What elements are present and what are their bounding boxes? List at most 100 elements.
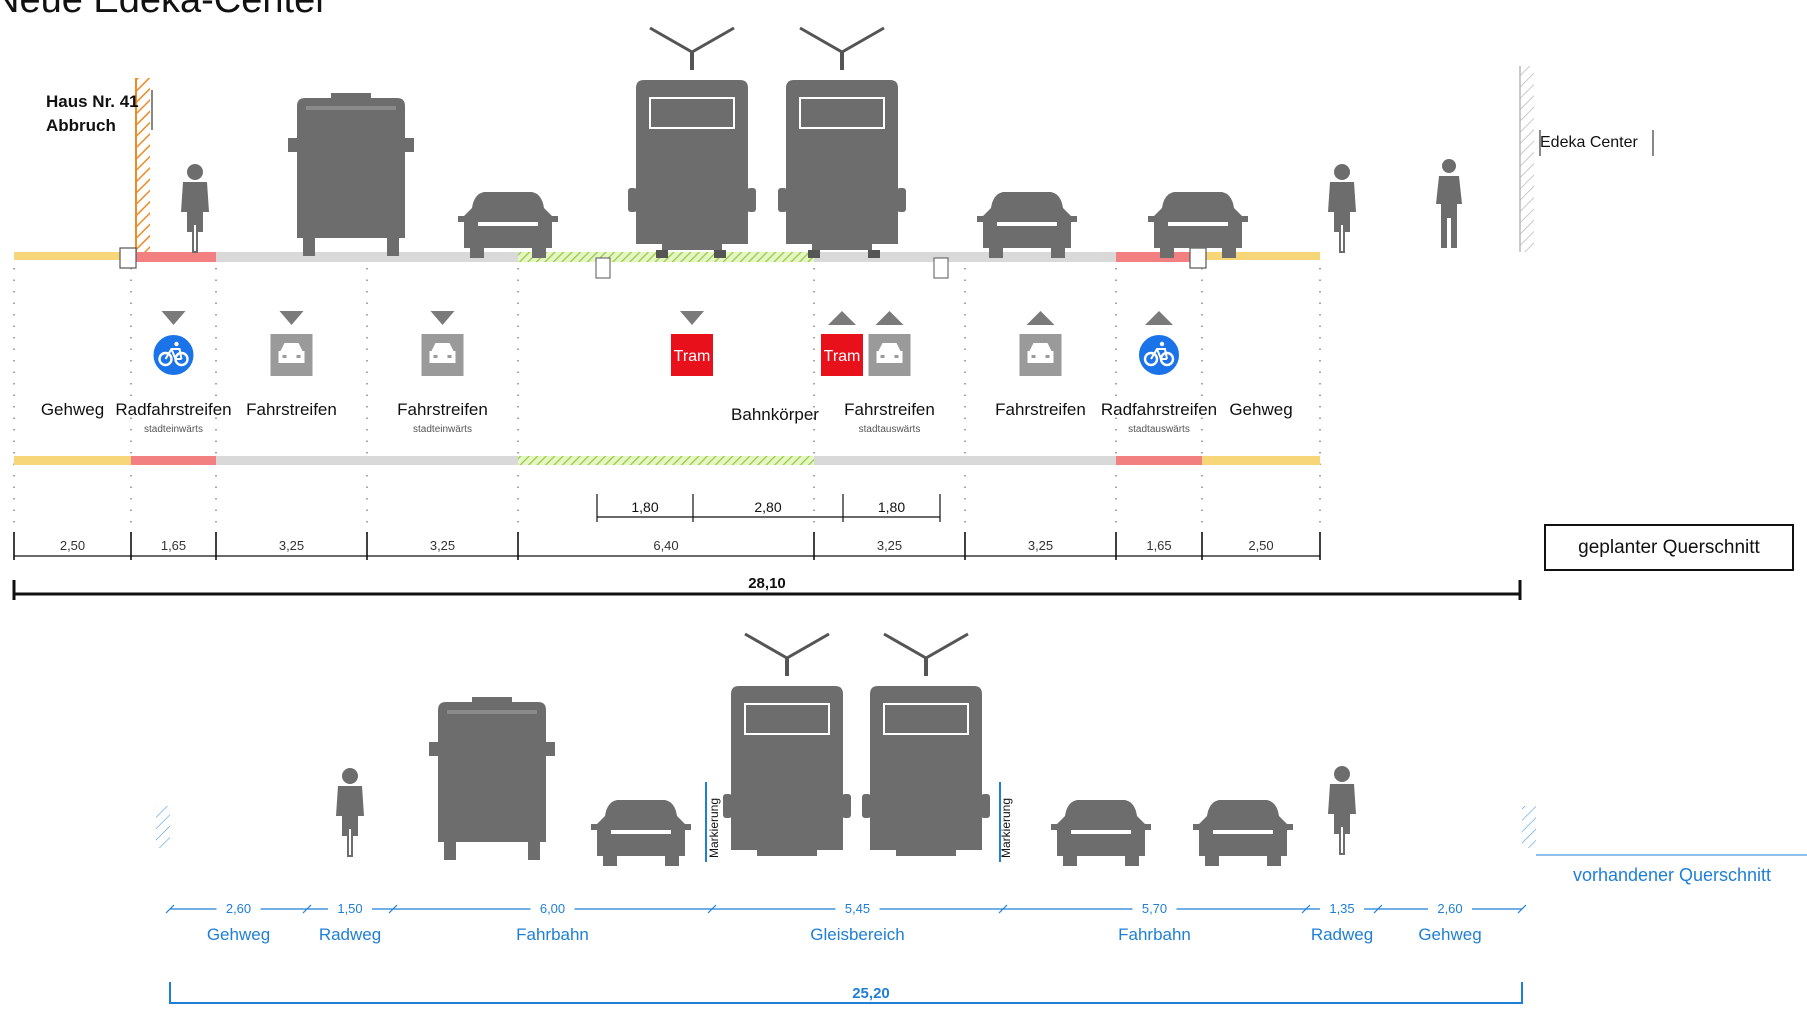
tram-icon: [626, 26, 758, 252]
planned-label-box: [1544, 524, 1794, 571]
surface-strip: [367, 252, 518, 262]
building-left-status: Abbruch: [46, 116, 116, 135]
lane-color-bar: [518, 456, 814, 465]
lane-label: Bahnkörper: [731, 405, 819, 424]
lane-width: 1,65: [1146, 538, 1171, 553]
car-icon: [458, 192, 558, 258]
arrow-down-icon: [430, 311, 455, 325]
rail-icon: [656, 250, 668, 258]
tram-sign-label: Tram: [674, 348, 711, 365]
existing-section-label: Gehweg: [1418, 925, 1481, 944]
track-sub-width: 1,80: [878, 499, 905, 515]
car-icon: [977, 192, 1077, 258]
existing-section-label: Radweg: [1311, 925, 1373, 944]
lane-width: 3,25: [877, 538, 902, 553]
arrow-up-icon: [1026, 311, 1055, 325]
lane-label: Fahrstreifen: [246, 400, 337, 419]
lane-label: Fahrstreifen: [397, 400, 488, 419]
track-sub-width: 2,80: [754, 499, 781, 515]
cyclist-icon: [1327, 163, 1357, 253]
tram-sign-icon: Tram: [671, 334, 713, 376]
existing-section-width: 2,60: [1437, 901, 1462, 916]
surface-strip: [965, 252, 1116, 262]
surface-strip: [131, 252, 216, 262]
page-title: Neue Edeka-Center: [0, 0, 328, 21]
existing-section-width: 6,00: [540, 901, 565, 916]
surface-strip: [14, 252, 131, 260]
existing-section-label: Fahrbahn: [516, 925, 589, 944]
lane-color-bar: [367, 456, 518, 465]
lane-width: 3,25: [430, 538, 455, 553]
marking-annotations: Markierung Markierung: [705, 782, 1013, 862]
building-right-label: Edeka Center: [1540, 134, 1639, 151]
tram-sign-label: Tram: [824, 348, 861, 365]
tram-icon: [776, 26, 908, 252]
lane-color-bar: [14, 456, 131, 465]
track-sub-width: 1,80: [631, 499, 658, 515]
existing-section-width: 2,60: [226, 901, 251, 916]
existing-total-width: 25,20: [852, 985, 890, 1002]
arrow-down-icon: [279, 311, 304, 325]
surface-strip: [814, 252, 965, 262]
planned-vehicles: [180, 26, 1462, 258]
lane-label: Radfahrstreifen: [115, 400, 231, 419]
pedestrian-icon: [1436, 159, 1462, 248]
tram-sign-icon: Tram: [821, 334, 863, 376]
lane-label: Gehweg: [1229, 400, 1292, 419]
lane-color-bar: [1116, 456, 1202, 465]
existing-section-width: 1,35: [1329, 901, 1354, 916]
lane-direction-label: stadtauswärts: [1128, 424, 1190, 435]
curb-marker: [119, 247, 137, 269]
existing-section-width: 5,45: [845, 901, 870, 916]
curb-marker: [1189, 247, 1207, 269]
car-sign-icon: [868, 334, 911, 376]
existing-vehicles: [156, 632, 1536, 866]
tram-icon: [721, 632, 853, 858]
arrow-down-icon: [161, 311, 186, 325]
bicycle-sign-icon: [1137, 333, 1181, 377]
lane-color-bar: [1202, 456, 1320, 465]
cyclist-icon: [335, 767, 365, 857]
lane-direction-label: stadtauswärts: [859, 424, 921, 435]
tram-icon: [860, 632, 992, 858]
building-right-hatch: [1520, 66, 1534, 252]
lane-label: Gehweg: [41, 400, 104, 419]
surface-strip: [1116, 252, 1202, 262]
marking-label: Markierung: [707, 798, 721, 858]
rail-icon: [868, 250, 880, 258]
lane-label: Radfahrstreifen: [1101, 400, 1217, 419]
lane-width: 3,25: [1028, 538, 1053, 553]
rail-icon: [714, 250, 726, 258]
planned-surface: [14, 247, 1320, 279]
planned-label: geplanter Querschnitt: [1578, 537, 1760, 558]
existing-section-label: Radweg: [319, 925, 381, 944]
existing-section-width: 1,50: [337, 901, 362, 916]
existing-section-label: Gehweg: [207, 925, 270, 944]
surface-strip: [1202, 252, 1320, 260]
marking-label: Markierung: [999, 798, 1013, 858]
arrow-up-icon: [1145, 311, 1173, 325]
planned-lane-annotations: Gehweg Radfahrstreifen stadteinwärts Fahrst…: [12, 268, 1522, 600]
lane-width: 6,40: [653, 538, 678, 553]
lane-width: 1,65: [161, 538, 186, 553]
lane-label: Fahrstreifen: [844, 400, 935, 419]
lane-width: 2,50: [1248, 538, 1273, 553]
surface-strip: [216, 252, 367, 262]
lane-direction-label: stadteinwärts: [144, 424, 203, 435]
lane-color-bar: [131, 456, 216, 465]
lane-width: 3,25: [279, 538, 304, 553]
bicycle-sign-icon: [151, 333, 196, 377]
lane-direction-label: stadteinwärts: [413, 424, 472, 435]
car-icon: [1193, 800, 1293, 866]
lane-color-bar: [814, 456, 965, 465]
existing-section-label: Gleisbereich: [810, 925, 905, 944]
existing-label: vorhandener Querschnitt: [1573, 865, 1771, 885]
existing-section-width: 5,70: [1142, 901, 1167, 916]
cyclist-icon: [1327, 765, 1357, 855]
car-sign-icon: [421, 334, 464, 376]
track-edge-marker: [595, 257, 611, 279]
bus-icon: [429, 697, 555, 860]
